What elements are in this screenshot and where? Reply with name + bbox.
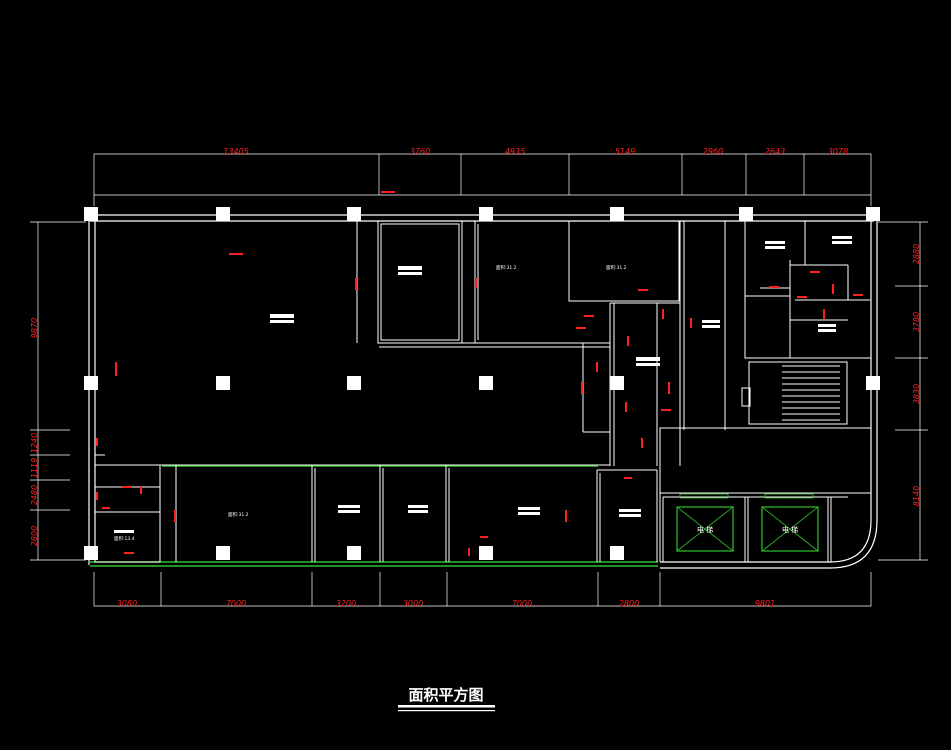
right-dim-3: 3830 xyxy=(912,384,921,404)
bottom-dim-2: 7000 xyxy=(226,599,246,608)
top-dim-6: 2643 xyxy=(765,147,785,156)
interior-walls xyxy=(94,220,872,563)
elevator-left-label: 电 梯 xyxy=(697,525,713,534)
room-label-blocks xyxy=(114,236,852,533)
room-tag-b: 面积:31.2 xyxy=(606,264,627,271)
right-dimension-labels: 2880 3780 3830 8140 xyxy=(912,244,921,506)
bottom-dimension-labels: 3080 7000 3200 3000 7000 2800 9801 xyxy=(117,599,775,608)
right-dim-1: 2880 xyxy=(912,244,921,264)
right-dim-2: 3780 xyxy=(912,312,921,332)
top-dim-3: 4935 xyxy=(505,147,525,156)
top-dim-1: 13405 xyxy=(223,147,248,156)
sub-dimension-marks xyxy=(96,191,863,556)
bottom-dim-3: 3200 xyxy=(336,599,356,608)
drawing-title-block: 面积平方图 xyxy=(398,686,495,712)
top-dim-5: 2960 xyxy=(703,147,723,156)
top-dimension-labels: 13405 3760 4935 5149 2960 2643 3078 xyxy=(223,147,848,156)
top-dim-4: 5149 xyxy=(615,147,635,156)
top-dimension-chain xyxy=(93,153,872,206)
left-dim-1: 9870 xyxy=(30,318,39,338)
top-dim-2: 3760 xyxy=(410,147,430,156)
left-dim-4: 2480 xyxy=(30,485,39,505)
bottom-dim-4: 3000 xyxy=(403,599,423,608)
drawing-title: 面积平方图 xyxy=(408,686,483,704)
bottom-dim-6: 2800 xyxy=(619,599,639,608)
bottom-dim-7: 9801 xyxy=(755,599,775,608)
left-dim-5: 2800 xyxy=(30,526,39,546)
structural-columns xyxy=(84,207,880,560)
bottom-dimension-chain xyxy=(93,572,872,607)
elevator-left: 电 梯 xyxy=(676,493,734,552)
elevator-right-label: 电 梯 xyxy=(782,525,798,534)
room-tags: 面积:31.2 面积:31.2 面积:31.2 面积:13.4 xyxy=(114,264,627,542)
exterior-walls xyxy=(88,214,878,569)
left-dimension-chain xyxy=(30,221,86,561)
bottom-dim-1: 3080 xyxy=(117,599,137,608)
left-dim-3: 1119 xyxy=(30,458,39,478)
left-dimension-labels: 9870 1240 1119 2480 2800 xyxy=(30,318,39,546)
bottom-dim-5: 7000 xyxy=(512,599,532,608)
top-dim-7: 3078 xyxy=(828,147,848,156)
room-tag-d: 面积:13.4 xyxy=(114,535,135,542)
right-dimension-chain xyxy=(878,221,928,561)
right-dim-4: 8140 xyxy=(912,486,921,506)
room-tag-c: 面积:31.2 xyxy=(228,511,249,518)
room-tag-a: 面积:31.2 xyxy=(496,264,517,271)
left-dim-2: 1240 xyxy=(30,433,39,453)
elevator-right: 电 梯 xyxy=(761,493,819,552)
